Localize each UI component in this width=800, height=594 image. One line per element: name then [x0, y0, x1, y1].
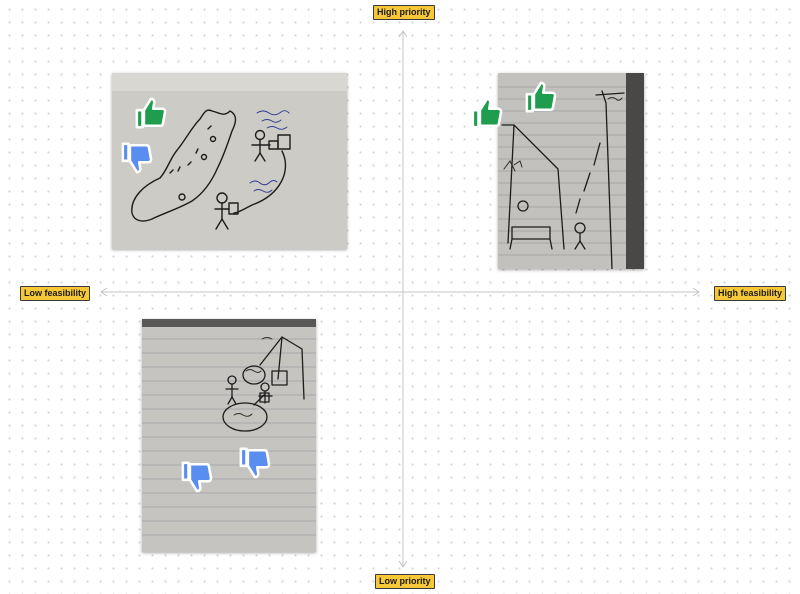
high-priority-label: High priority [373, 5, 435, 20]
low-feasibility-label: Low feasibility [20, 286, 91, 301]
home-to-shop-drawing [498, 73, 644, 269]
high-feasibility-label: High feasibility [714, 286, 787, 301]
thumbs-up-icon[interactable] [134, 96, 168, 130]
thumbs-up-icon[interactable] [524, 80, 558, 114]
phone-scenario-drawing [142, 319, 316, 552]
home-to-shop-sketch[interactable] [498, 73, 644, 269]
thumbs-down-icon[interactable] [180, 460, 214, 494]
thumbs-down-icon[interactable] [120, 141, 154, 175]
thumbs-down-icon[interactable] [238, 446, 272, 480]
low-priority-label: Low priority [375, 574, 435, 589]
phone-scenario-sketch[interactable] [142, 319, 316, 552]
thumbs-up-icon[interactable] [470, 96, 504, 130]
